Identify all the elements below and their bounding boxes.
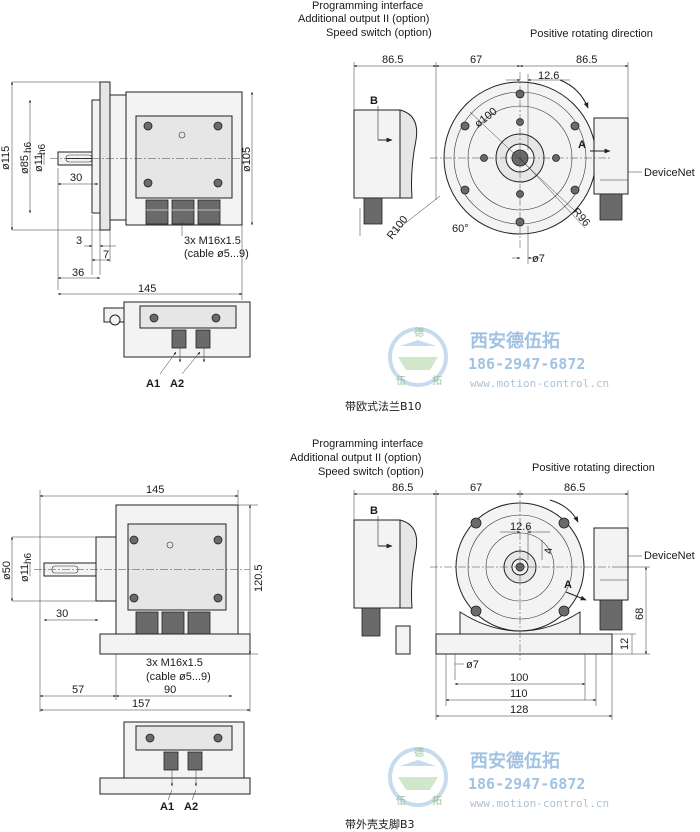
bot-len145: 145 [146, 484, 164, 496]
watermark-logo: 德 伍 拓 [388, 326, 448, 387]
top-d115: ø115 [0, 146, 12, 170]
top-len126: 12.6 [538, 70, 559, 82]
bot-prog2: Additional output II (option) [290, 452, 421, 464]
bot-len1205: 120.5 [253, 564, 265, 592]
top-prog3: Speed switch (option) [326, 27, 432, 39]
bot-prog1: Programming interface [312, 438, 423, 450]
bot-len86b: 86.5 [564, 482, 585, 494]
top-r100: R100 [385, 214, 411, 242]
top-bottom-view: A1 A2 [103, 301, 251, 390]
top-len36: 36 [72, 267, 84, 279]
bot-len157: 157 [132, 698, 150, 710]
top-prog2: Additional output II (option) [298, 13, 429, 25]
bot-a2: A2 [184, 801, 198, 813]
watermark-bottom: 德 伍 拓 西安德伍拓 186-2947-6872 www.motion-con… [388, 746, 609, 810]
top-d11: ø11 [33, 154, 45, 172]
top-d7: ø7 [532, 253, 545, 265]
watermark-top: 德 伍 拓 西安德伍拓 186-2947-6872 www.motion-con… [388, 326, 609, 390]
watermark-name: 西安德伍拓 [470, 750, 560, 772]
watermark-name: 西安德伍拓 [470, 330, 560, 352]
top-d85: ø85 [19, 155, 31, 174]
bot-dev: DeviceNet [644, 550, 695, 562]
top-len86a: 86.5 [382, 54, 403, 66]
bot-bottom-view: A1 A2 [99, 721, 251, 813]
wm-logo-1: 德 [414, 746, 424, 759]
bot-cable1: 3x M16x1.5 [146, 657, 203, 669]
bot-a1: A1 [160, 801, 174, 813]
top-len86b: 86.5 [576, 54, 597, 66]
top-side-view: ø115 ø85 h6 ø11 h6 30 ø105 3 7 36 145 3x… [0, 81, 254, 300]
top-ang60: 60° [452, 223, 469, 235]
wm-logo-1: 德 [414, 326, 424, 339]
wm-logo-3: 拓 [432, 375, 442, 387]
top-a1: A1 [146, 378, 160, 390]
bot-len57: 57 [72, 684, 84, 696]
top-len145: 145 [138, 283, 156, 295]
bot-len100: 100 [510, 672, 528, 684]
top-len30: 30 [70, 172, 82, 184]
top-caption: 带欧式法兰B10 [345, 399, 422, 413]
bot-len30: 30 [56, 608, 68, 620]
top-rot: Positive rotating direction [530, 28, 653, 40]
bot-d11: ø11 [19, 564, 31, 582]
top-len67: 67 [470, 54, 482, 66]
bot-side-view: 145 ø50 ø11 h6 30 120.5 3x M16x1.5 (cabl… [1, 484, 265, 712]
bot-rot: Positive rotating direction [532, 462, 655, 474]
watermark-logo: 德 伍 拓 [388, 746, 448, 807]
bot-lblB: B [370, 505, 378, 517]
bot-d11-sub: h6 [23, 552, 34, 564]
top-d85-sub: h6 [23, 141, 34, 153]
top-lblA: A [578, 139, 586, 151]
bot-len128: 128 [510, 704, 528, 716]
top-d11-sub: h6 [37, 143, 48, 155]
wm-logo-2: 伍 [396, 795, 406, 807]
bot-len67: 67 [470, 482, 482, 494]
top-cable2: (cable ø5...9) [184, 248, 249, 260]
bot-d7: ø7 [466, 659, 479, 671]
bot-d50: ø50 [1, 561, 13, 580]
watermark-phone: 186-2947-6872 [468, 775, 585, 793]
top-prog1: Programming interface [312, 0, 423, 12]
bot-len12: 12 [619, 638, 631, 650]
bot-len4: 4 [543, 548, 555, 554]
top-len7: 7 [103, 249, 109, 261]
wm-logo-3: 拓 [432, 795, 442, 807]
bot-front-view: Programming interface Additional output … [290, 438, 695, 720]
bot-len110: 110 [510, 688, 528, 700]
top-d105: ø105 [241, 147, 253, 172]
top-a2: A2 [170, 378, 184, 390]
bot-prog3: Speed switch (option) [318, 466, 424, 478]
watermark-url: www.motion-control.cn [470, 377, 609, 390]
bot-lblA: A [564, 579, 572, 591]
wm-logo-2: 伍 [396, 375, 406, 387]
top-dev: DeviceNet [644, 167, 695, 179]
top-front-view: Programming interface Additional output … [298, 0, 695, 265]
bot-len126: 12.6 [510, 521, 531, 533]
bot-len68: 68 [634, 608, 646, 620]
bot-cable2: (cable ø5...9) [146, 671, 211, 683]
bot-len90: 90 [164, 684, 176, 696]
bot-caption: 带外壳支脚B3 [345, 817, 415, 831]
top-len3: 3 [76, 235, 82, 247]
watermark-phone: 186-2947-6872 [468, 355, 585, 373]
watermark-url: www.motion-control.cn [470, 797, 609, 810]
bot-len86a: 86.5 [392, 482, 413, 494]
top-cable1: 3x M16x1.5 [184, 235, 241, 247]
top-lblB: B [370, 95, 378, 107]
